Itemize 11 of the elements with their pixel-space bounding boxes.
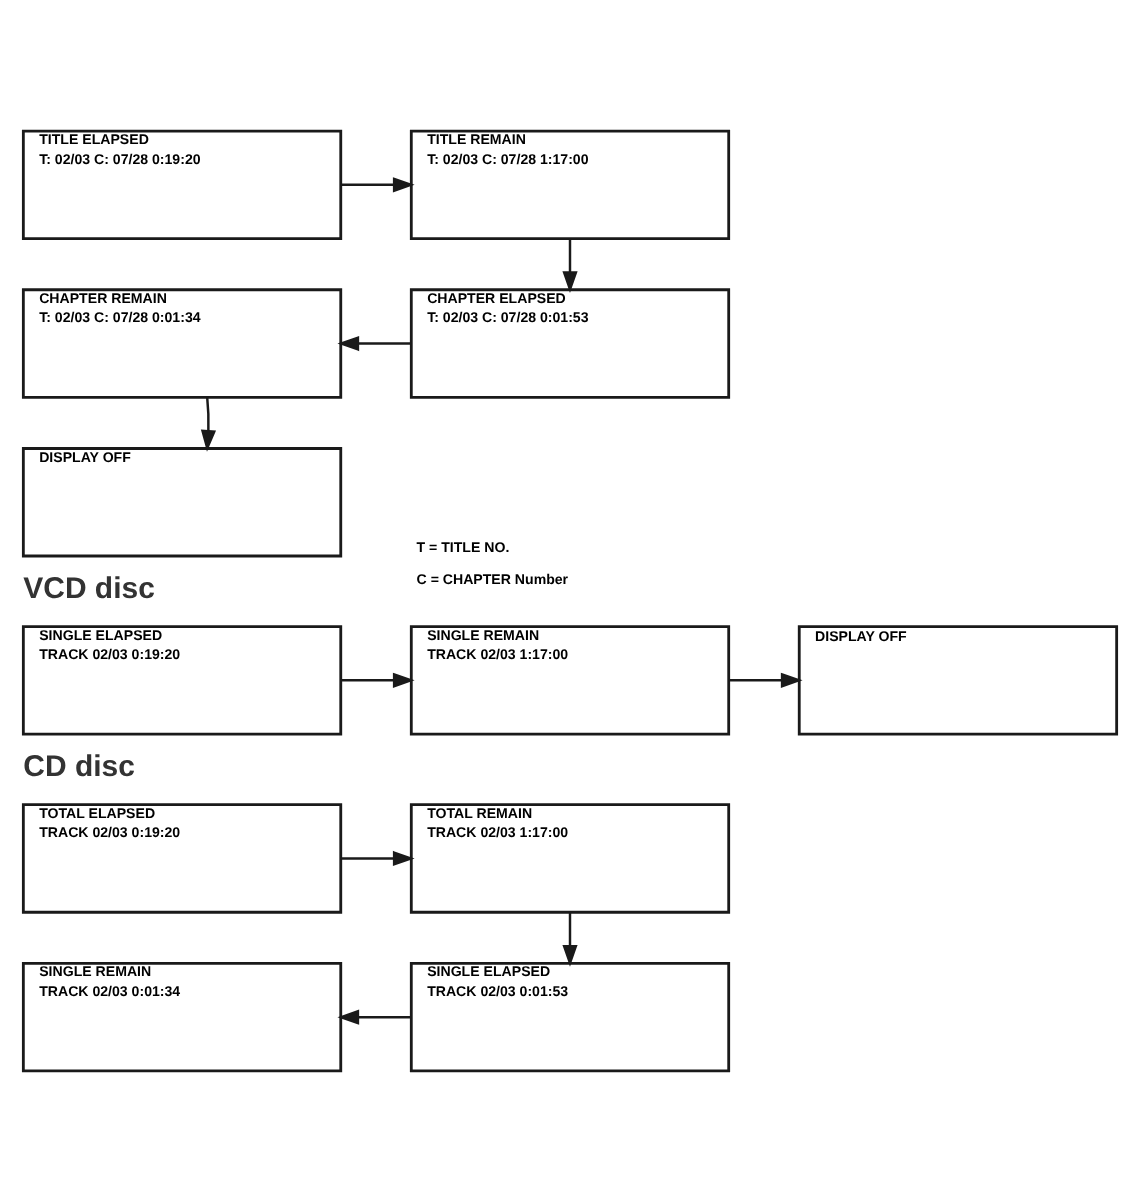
arrow <box>562 239 578 294</box>
arrow <box>337 335 411 352</box>
arrow <box>729 672 803 688</box>
label: CD disc <box>23 749 135 784</box>
arrow <box>337 1009 411 1025</box>
arrow <box>200 397 216 452</box>
arrow <box>562 912 578 967</box>
arrow <box>341 850 415 867</box>
arrow <box>341 177 415 193</box>
label: VCD disc <box>23 571 155 606</box>
arrow <box>341 672 415 688</box>
